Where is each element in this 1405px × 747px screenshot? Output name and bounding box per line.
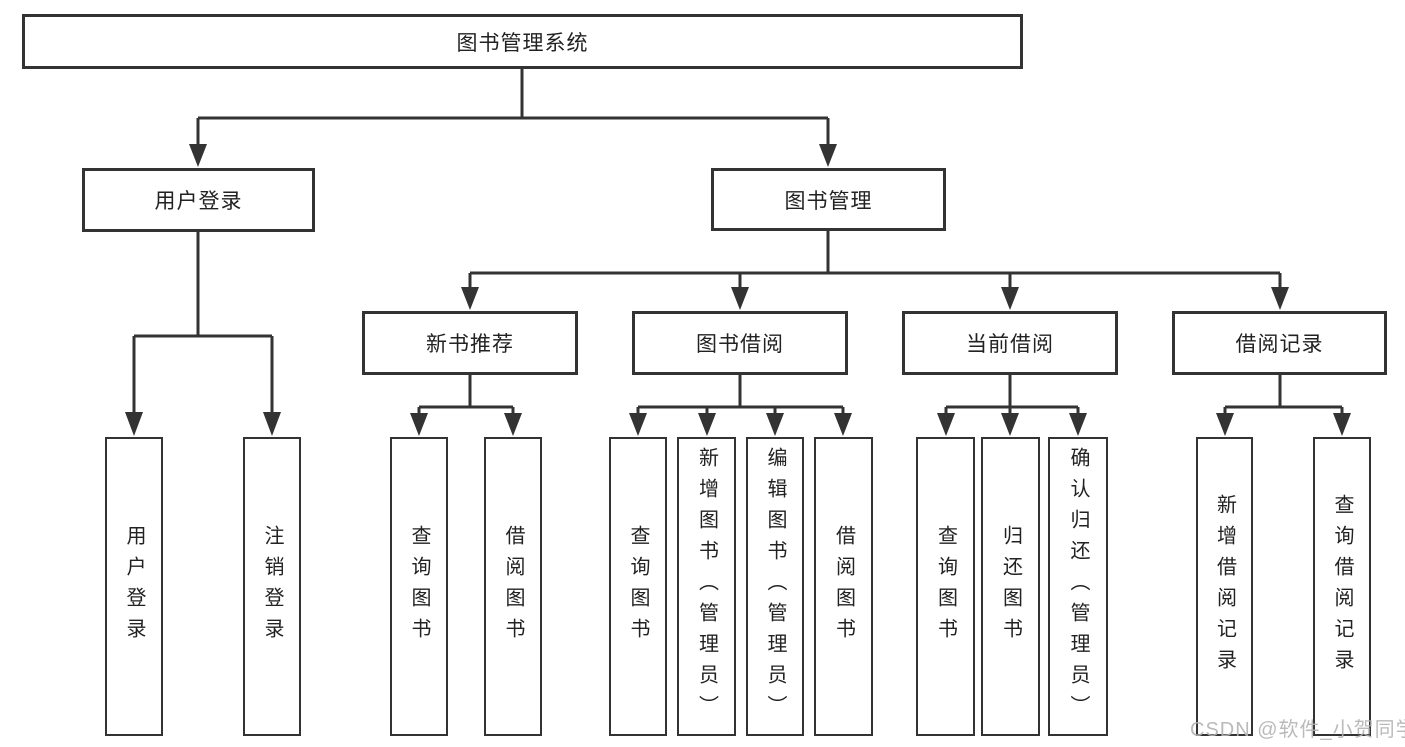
leaf-query-books-recommend: 查询图书 [390, 437, 448, 736]
arrowhead-icon [834, 413, 852, 436]
arrowhead-icon [189, 144, 207, 167]
leaf-borrow-books-recommend-label: 借阅图书 [502, 524, 524, 649]
leaf-confirm-return-admin-label: 确认归还（管理员） [1067, 447, 1089, 726]
node-borrowing-records: 借阅记录 [1172, 311, 1387, 375]
leaf-borrow-books-borrowing-label: 借阅图书 [832, 524, 855, 649]
leaf-return-books-label: 归还图书 [999, 524, 1022, 649]
node-root: 图书管理系统 [22, 14, 1023, 69]
arrowhead-icon [461, 287, 479, 310]
arrowhead-icon [1333, 413, 1351, 436]
arrowhead-icon [766, 413, 784, 436]
leaf-logout: 注销登录 [243, 437, 301, 736]
leaf-add-books-admin: 新增图书（管理员） [677, 437, 736, 736]
connector-book-management-children [468, 231, 1282, 289]
connector-user-login-children [132, 232, 274, 414]
arrowhead-icon [1216, 413, 1234, 436]
connector-book-borrowing-children [636, 375, 845, 415]
node-current-borrowing: 当前借阅 [902, 311, 1118, 375]
node-book-management: 图书管理 [711, 168, 946, 231]
connector-borrowing-records-children [1223, 375, 1344, 415]
arrowhead-icon [125, 412, 143, 436]
node-book-management-label: 图书管理 [784, 189, 873, 213]
arrowhead-icon [263, 412, 281, 436]
leaf-edit-books-admin: 编辑图书（管理员） [746, 437, 804, 736]
connector-current-borrowing-children [944, 375, 1080, 415]
node-root-label: 图书管理系统 [456, 31, 589, 55]
arrowhead-icon [410, 413, 428, 436]
arrowhead-icon [1069, 413, 1087, 436]
node-user-login-label: 用户登录 [154, 190, 243, 213]
leaf-add-borrow-record-label: 新增借阅记录 [1213, 493, 1236, 680]
leaf-query-books-borrowing-label: 查询图书 [627, 524, 649, 649]
leaf-query-books-recommend-label: 查询图书 [408, 524, 430, 649]
leaf-query-books-current: 查询图书 [916, 437, 975, 736]
leaf-borrow-books-recommend: 借阅图书 [484, 437, 542, 736]
leaf-user-login-label: 用户登录 [123, 524, 145, 649]
arrowhead-icon [1001, 287, 1019, 310]
node-new-book-recommend-label: 新书推荐 [426, 333, 514, 356]
leaf-edit-books-admin-label: 编辑图书（管理员） [764, 447, 786, 726]
arrowhead-icon [629, 413, 647, 436]
node-current-borrowing-label: 当前借阅 [966, 333, 1054, 356]
connector-new-book-recommend-children [417, 375, 515, 415]
arrowhead-icon [731, 287, 749, 310]
watermark: CSDN @软件_小贺同学 [1190, 719, 1405, 741]
leaf-add-books-admin-label: 新增图书（管理员） [695, 447, 718, 726]
arrowhead-icon [698, 413, 716, 436]
arrowhead-icon [937, 413, 955, 436]
leaf-return-books: 归还图书 [981, 437, 1040, 736]
leaf-confirm-return-admin: 确认归还（管理员） [1048, 437, 1108, 736]
arrowheads [125, 144, 1351, 436]
arrowhead-icon [1271, 287, 1289, 310]
node-user-login: 用户登录 [82, 168, 315, 232]
arrowhead-icon [1001, 413, 1019, 436]
leaf-borrow-books-borrowing: 借阅图书 [814, 437, 873, 736]
leaf-logout-label: 注销登录 [261, 524, 283, 649]
leaf-query-borrow-record-label: 查询借阅记录 [1331, 493, 1353, 680]
leaf-add-borrow-record: 新增借阅记录 [1196, 437, 1253, 736]
node-new-book-recommend: 新书推荐 [362, 311, 578, 375]
arrowhead-icon [504, 413, 522, 436]
leaf-query-books-borrowing: 查询图书 [609, 437, 667, 736]
node-book-borrowing-label: 图书借阅 [696, 333, 784, 356]
connector-root-to-level2 [196, 69, 830, 146]
leaf-query-books-current-label: 查询图书 [934, 524, 957, 649]
node-book-borrowing: 图书借阅 [632, 311, 848, 375]
arrowhead-icon [819, 144, 837, 167]
leaf-user-login: 用户登录 [105, 437, 163, 736]
leaf-query-borrow-record: 查询借阅记录 [1313, 437, 1371, 736]
node-borrowing-records-label: 借阅记录 [1235, 333, 1324, 356]
